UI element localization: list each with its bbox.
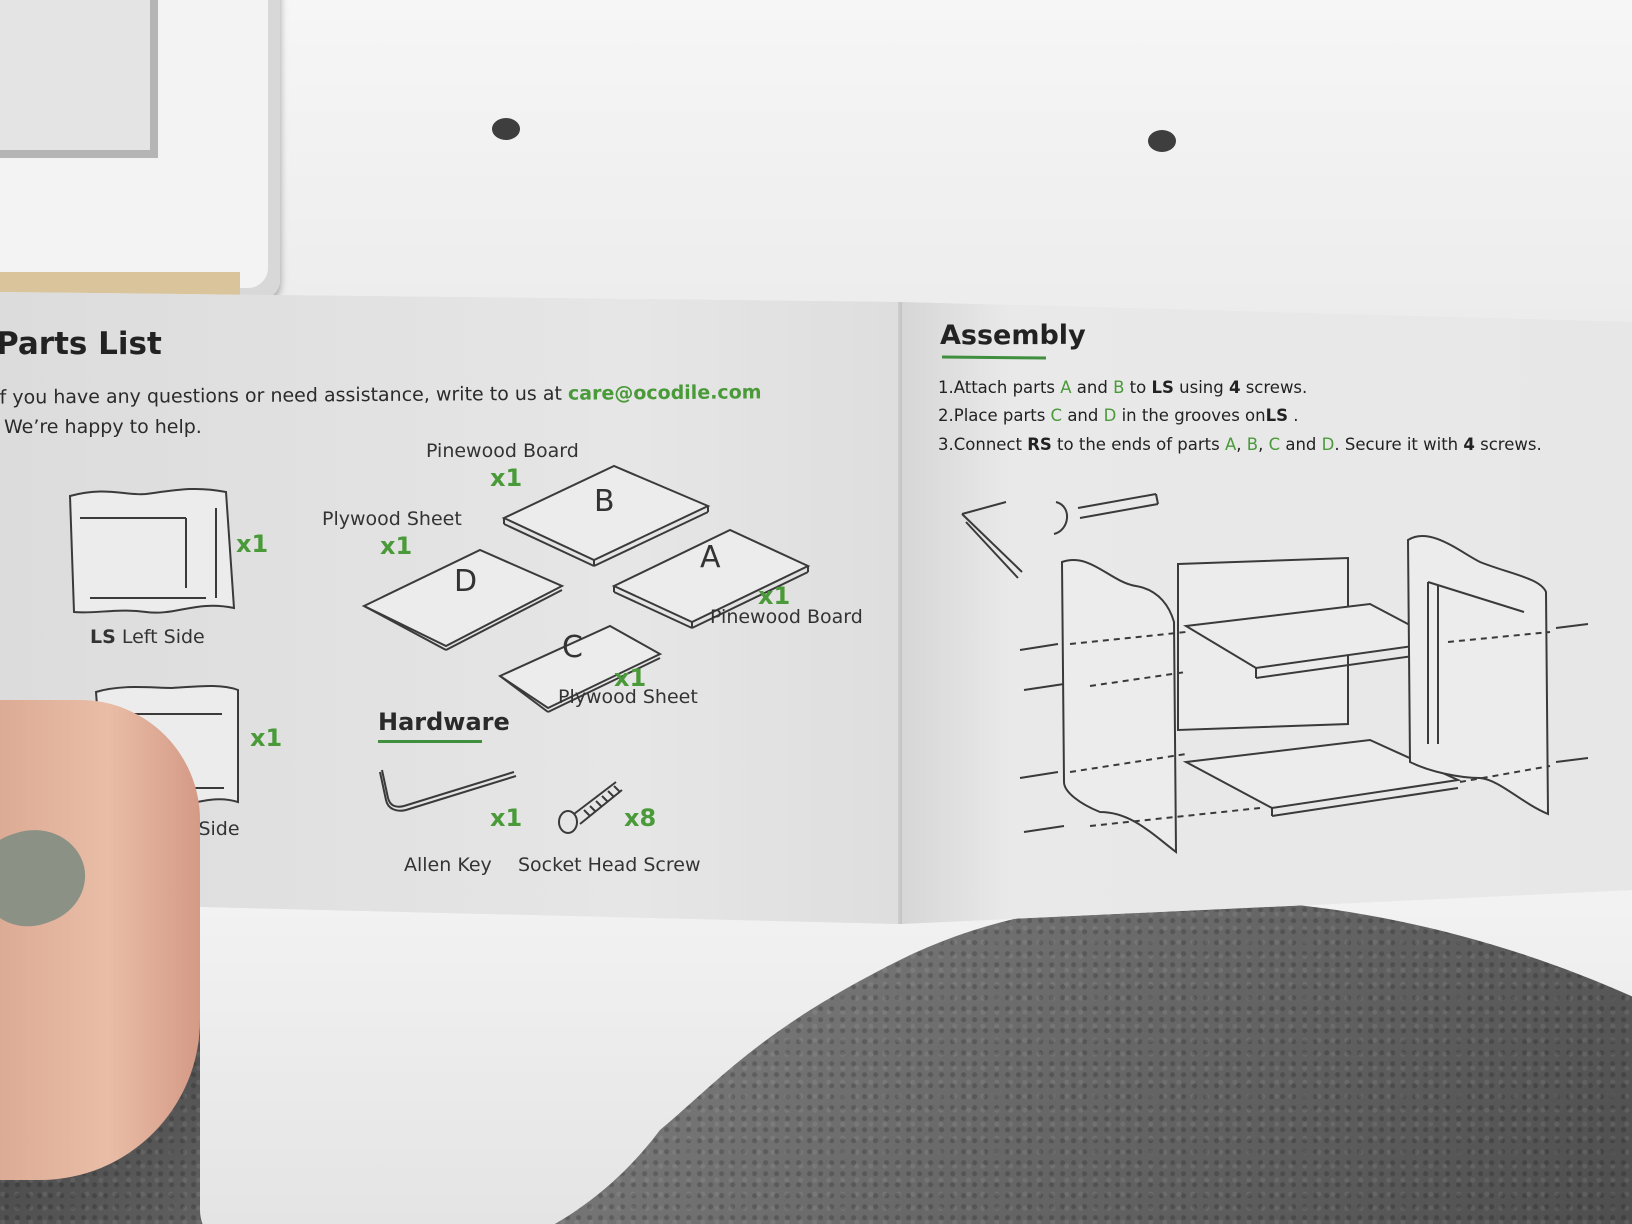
sheet-d-qty: x1 bbox=[380, 532, 413, 560]
board-b-qty: x1 bbox=[490, 464, 523, 492]
letter-b: B bbox=[594, 484, 615, 519]
letter-d: D bbox=[454, 564, 478, 599]
parts-list-title: Parts List bbox=[0, 326, 162, 362]
assembly-title: Assembly bbox=[940, 320, 1086, 351]
assembly-underline bbox=[941, 355, 1047, 360]
screw-hole bbox=[492, 118, 520, 140]
sheet-c-qty: x1 bbox=[614, 664, 647, 692]
allen-key-icon bbox=[379, 769, 517, 812]
support-email: care@ocodile.com bbox=[567, 381, 762, 405]
rs-qty: x1 bbox=[250, 724, 283, 752]
assembly-step-2: 2.Place parts C and D in the grooves onL… bbox=[938, 406, 1299, 425]
assembly-step-3: 3.Connect RS to the ends of parts A, B, … bbox=[938, 435, 1542, 454]
hardware-title: Hardware bbox=[378, 708, 510, 736]
assembly-diagram bbox=[961, 493, 1589, 855]
intro-line2: We’re happy to help. bbox=[4, 416, 202, 438]
board-a-name: Pinewood Board bbox=[710, 606, 863, 628]
white-panel-left bbox=[0, 0, 280, 300]
board-a-drawing bbox=[611, 528, 811, 629]
instruction-booklet: Parts List If you have any questions or … bbox=[0, 292, 1632, 924]
hardware-underline bbox=[378, 740, 482, 743]
rotate-arrow-icon bbox=[1053, 501, 1068, 535]
screw-hole bbox=[1148, 130, 1176, 152]
panel-frame bbox=[0, 0, 158, 158]
assembly-step-1: 1.Attach parts A and B to LS using 4 scr… bbox=[938, 378, 1308, 397]
ls-qty: x1 bbox=[236, 530, 269, 558]
sheet-d-name: Plywood Sheet bbox=[322, 508, 462, 530]
sheet-c-drawing bbox=[497, 624, 663, 713]
allen-key-diagram bbox=[961, 501, 1023, 579]
board-a-qty: x1 bbox=[758, 582, 791, 610]
left-side-drawing bbox=[68, 487, 236, 614]
board-b-name: Pinewood Board bbox=[426, 440, 579, 462]
intro-line1: If you have any questions or need assist… bbox=[0, 382, 562, 409]
assembly-page: Assembly 1.Attach parts A and B to LS us… bbox=[900, 292, 1632, 924]
socket-screw-icon bbox=[558, 781, 623, 834]
ls-label: LS Left Side bbox=[90, 626, 205, 648]
allen-key-label: Allen Key bbox=[404, 854, 492, 876]
screw-qty: x8 bbox=[624, 804, 657, 832]
allen-key-qty: x1 bbox=[490, 804, 523, 832]
white-board-top bbox=[260, 0, 1632, 330]
sheet-c-name: Plywood Sheet bbox=[558, 686, 698, 708]
letter-c: C bbox=[562, 630, 583, 665]
letter-a: A bbox=[700, 540, 721, 575]
booklet-fold bbox=[898, 292, 902, 924]
sheet-d-drawing bbox=[361, 548, 565, 651]
screw-label: Socket Head Screw bbox=[518, 854, 701, 876]
hand bbox=[0, 700, 200, 1180]
board-b-drawing bbox=[501, 464, 711, 567]
intro-text: If you have any questions or need assist… bbox=[0, 381, 762, 408]
